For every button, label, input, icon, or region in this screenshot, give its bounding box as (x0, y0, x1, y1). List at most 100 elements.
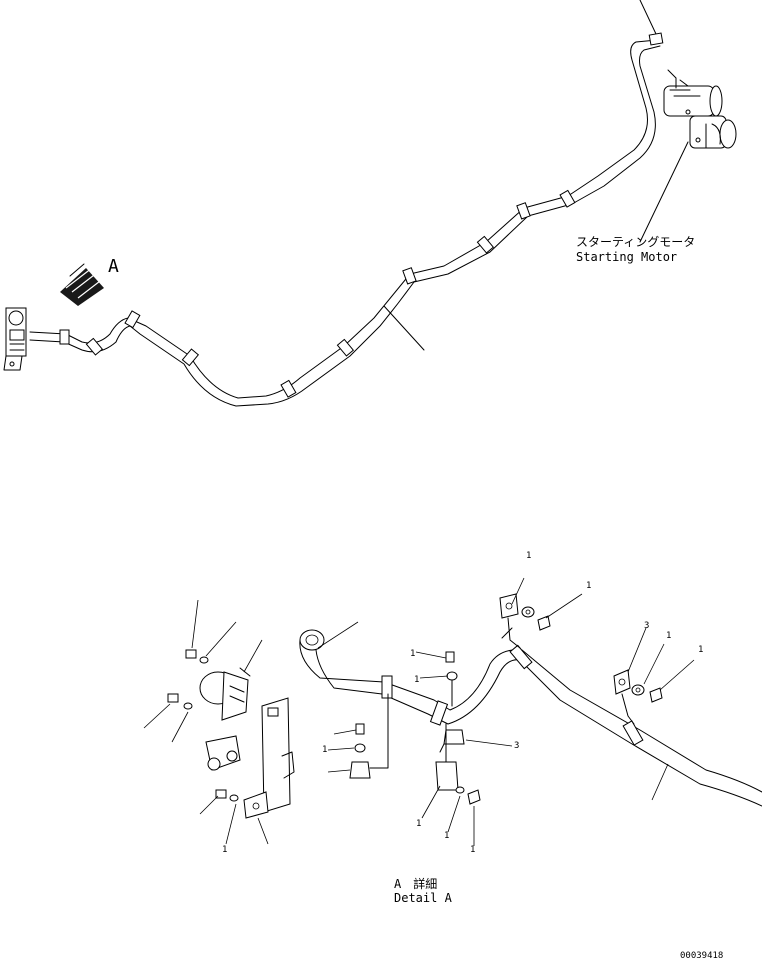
washer (199, 656, 209, 664)
view-arrow-hatch-lines (65, 267, 105, 299)
clamp (648, 32, 664, 46)
view-arrow-shaft (69, 263, 85, 277)
leader-line-starting-motor (639, 141, 689, 243)
detail-a-view: 1 1 3 1 1 1 1 3 1 1 1 1 1 A 詳細 Detail A (143, 551, 762, 905)
clamp (622, 720, 644, 746)
bolt-head (537, 615, 551, 631)
bracket-link (439, 743, 445, 753)
callout: 3 (514, 741, 519, 751)
starting-motor (663, 69, 737, 149)
clamp (559, 189, 576, 208)
bolt-head (355, 723, 365, 735)
clamp-bracket (613, 669, 631, 695)
overall-harness-view: A スターティングモータ Starting Motor (3, 0, 737, 407)
harness-cable-upper-edge (29, 39, 658, 399)
bracket-link (501, 617, 521, 649)
clamp-bracket (443, 729, 465, 745)
callout: 1 (666, 631, 671, 641)
bolt-head (649, 687, 663, 703)
bracket-tab (281, 751, 295, 779)
clamp (181, 348, 200, 367)
clamp (59, 329, 70, 345)
clamp (516, 202, 531, 220)
motor-end-cap (709, 85, 723, 117)
detail-cable-lower-edge (315, 649, 762, 807)
callout: 1 (322, 745, 327, 755)
bracket-link (369, 693, 389, 769)
relay-terminal (207, 757, 221, 771)
washer (229, 794, 239, 802)
cable-terminal-hole (305, 634, 319, 646)
clamp-bracket-group-3 (439, 651, 465, 753)
clamp-bracket (349, 761, 371, 779)
clamp-bracket-group-2 (613, 669, 663, 725)
label-starting-motor-jp: スターティングモータ (576, 235, 695, 249)
relay-body (9, 329, 25, 341)
bolt-head (445, 651, 455, 663)
relay-detail (3, 343, 25, 371)
clamp (381, 675, 393, 699)
view-arrow-label: A (108, 256, 119, 277)
bolt-head (467, 789, 481, 805)
clamp (124, 310, 141, 329)
bracket-hole (252, 802, 260, 810)
view-arrow-hatch (60, 268, 104, 306)
label-detail-a-jp: A 詳細 (394, 876, 437, 891)
washer (446, 671, 458, 681)
washer (521, 606, 535, 618)
relay-detail (229, 667, 251, 703)
clamp (85, 337, 104, 356)
callout: 1 (470, 845, 475, 855)
bolt-head (167, 693, 179, 703)
callout: 1 (586, 581, 591, 591)
clamp (429, 700, 449, 726)
mounting-bracket (261, 697, 291, 813)
bolt-head (215, 789, 227, 799)
callout: 1 (416, 819, 421, 829)
label-detail-a-en: Detail A (394, 891, 453, 905)
clamp-bracket (435, 761, 459, 791)
detail-leader-lines (143, 577, 695, 846)
relay-bolt (9, 361, 15, 367)
motor-pinion (719, 119, 737, 149)
callout: 3 (644, 621, 649, 631)
relay-body (221, 671, 249, 721)
cable-terminal-eye (299, 629, 325, 651)
washer (455, 786, 465, 794)
relay-terminal (226, 750, 238, 762)
callout-numbers: 1 1 3 1 1 1 1 3 1 1 1 1 1 (222, 551, 703, 855)
harness-clamps (59, 32, 664, 398)
bracket-slot (267, 707, 279, 717)
label-starting-motor-en: Starting Motor (576, 250, 677, 264)
motor-bolt (685, 109, 691, 115)
callout: 1 (410, 649, 415, 659)
motor-terminals (667, 69, 701, 97)
leader-line-harness (383, 305, 425, 351)
motor-detail (705, 123, 721, 149)
callout: 1 (444, 831, 449, 841)
callout: 1 (222, 845, 227, 855)
washer (631, 684, 645, 696)
drawing-number: 00039418 (680, 951, 723, 961)
detail-relay-assembly (167, 649, 295, 819)
washer-hole (525, 609, 531, 615)
bolt-head (185, 649, 197, 659)
clamp-bracket-group-1 (499, 593, 551, 649)
clamp (336, 338, 355, 357)
callout: 1 (698, 645, 703, 655)
harness-cable-lower-edge (29, 45, 661, 407)
clamp-bracket-group-5 (435, 723, 481, 805)
bracket-foot (243, 791, 269, 819)
clamp (402, 267, 417, 285)
washer (183, 702, 193, 710)
relay-can (8, 310, 24, 326)
callout: 1 (414, 675, 419, 685)
bracket-link (621, 693, 635, 725)
detail-cable-upper-edge (299, 639, 762, 793)
washer (354, 743, 366, 753)
leader-line-top (639, 0, 657, 35)
clamp (476, 235, 495, 254)
bracket-hole (505, 602, 513, 610)
view-arrow-a: A (60, 256, 119, 306)
